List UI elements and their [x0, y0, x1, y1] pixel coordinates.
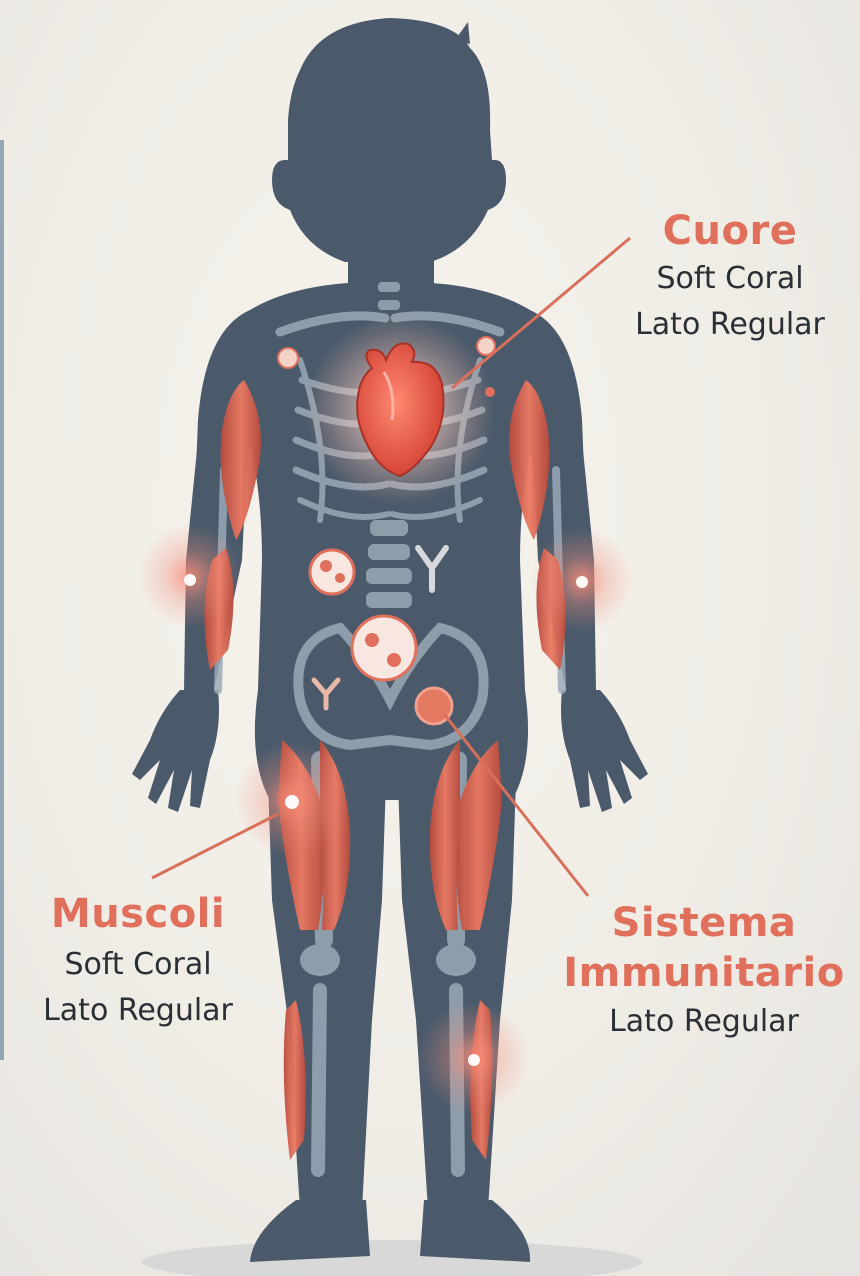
label-cuore-line1: Soft Coral — [600, 256, 860, 302]
label-sistema-immunitario: Sistema Immunitario Lato Regular — [548, 898, 860, 1046]
label-sistema-line1: Lato Regular — [548, 998, 860, 1046]
label-muscoli-title: Muscoli — [8, 886, 268, 942]
label-muscoli: Muscoli Soft Coral Lato Regular — [8, 886, 268, 1034]
label-cuore: Cuore Soft Coral Lato Regular — [600, 206, 860, 348]
label-sistema-title-1: Sistema — [548, 898, 860, 948]
ground-shadow — [142, 1240, 642, 1276]
label-cuore-title: Cuore — [600, 206, 860, 256]
label-muscoli-line1: Soft Coral — [8, 942, 268, 988]
label-cuore-line2: Lato Regular — [600, 302, 860, 348]
label-sistema-title-2: Immunitario — [548, 948, 860, 998]
label-muscoli-line2: Lato Regular — [8, 988, 268, 1034]
